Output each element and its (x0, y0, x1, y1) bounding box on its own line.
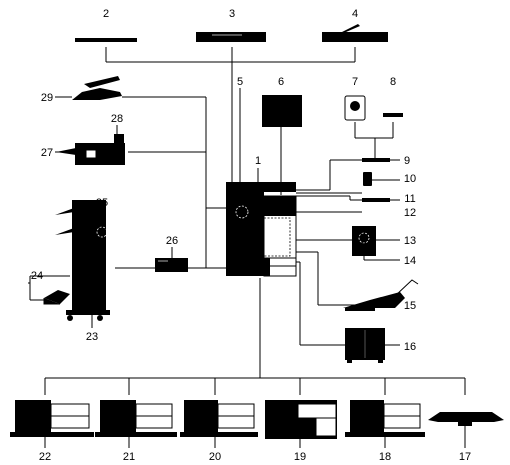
callout-6: 6 (278, 76, 284, 88)
paper-feed-cabinet-18 (345, 400, 425, 437)
connector-lines (44, 47, 466, 395)
local-interface-kit (362, 198, 390, 202)
saddle-tray (43, 290, 70, 305)
main-unit (226, 182, 297, 277)
callout-18: 18 (379, 451, 391, 463)
mounting-kit (362, 158, 390, 162)
callout-28: 28 (111, 113, 123, 125)
callout-19: 19 (294, 451, 306, 463)
callout-9: 9 (404, 155, 410, 167)
callout-10: 10 (404, 173, 416, 185)
callout-27: 27 (41, 147, 53, 159)
paper-feed-cabinet-22 (10, 400, 94, 437)
callout-15: 15 (404, 300, 416, 312)
inner-finisher (56, 134, 125, 165)
callout-16: 16 (404, 341, 416, 353)
callout-13: 13 (404, 235, 416, 247)
callout-14: 14 (404, 255, 416, 267)
finisher (55, 200, 110, 321)
dual-scan-adf (322, 24, 388, 42)
large-capacity-unit-19 (265, 400, 337, 439)
callout-7: 7 (352, 76, 358, 88)
callout-12: 12 (404, 207, 416, 219)
upgrade-kit (262, 95, 302, 127)
callout-5: 5 (237, 76, 243, 88)
callout-29: 29 (41, 92, 53, 104)
callout-3: 3 (229, 8, 235, 20)
callout-labels: 1 2 3 4 5 6 7 8 9 10 11 12 13 14 15 16 1… (31, 8, 471, 463)
leader-lines (28, 96, 466, 448)
callout-25: 25 (96, 197, 108, 209)
callout-8: 8 (390, 76, 396, 88)
callout-11: 11 (404, 193, 415, 205)
callout-20: 20 (209, 451, 221, 463)
original-cover (75, 38, 137, 42)
manual-bypass-tray (343, 279, 419, 311)
keyboard-holder (344, 95, 366, 121)
relay-unit (155, 258, 188, 272)
callout-4: 4 (352, 8, 358, 20)
paper-feed-cabinet-21 (95, 400, 177, 437)
callout-1: 1 (255, 155, 261, 167)
callout-2: 2 (103, 8, 109, 20)
authentication-unit (363, 172, 372, 186)
desk (345, 328, 385, 363)
callout-26: 26 (166, 235, 178, 247)
callout-17: 17 (459, 451, 471, 463)
reverse-adf (196, 32, 266, 42)
desk-base-17 (428, 412, 504, 426)
callout-23: 23 (86, 331, 98, 343)
callout-22: 22 (39, 451, 51, 463)
job-separator (72, 76, 122, 100)
paper-feed-cabinet-20 (180, 400, 258, 437)
working-table (383, 113, 403, 117)
callout-21: 21 (123, 451, 135, 463)
